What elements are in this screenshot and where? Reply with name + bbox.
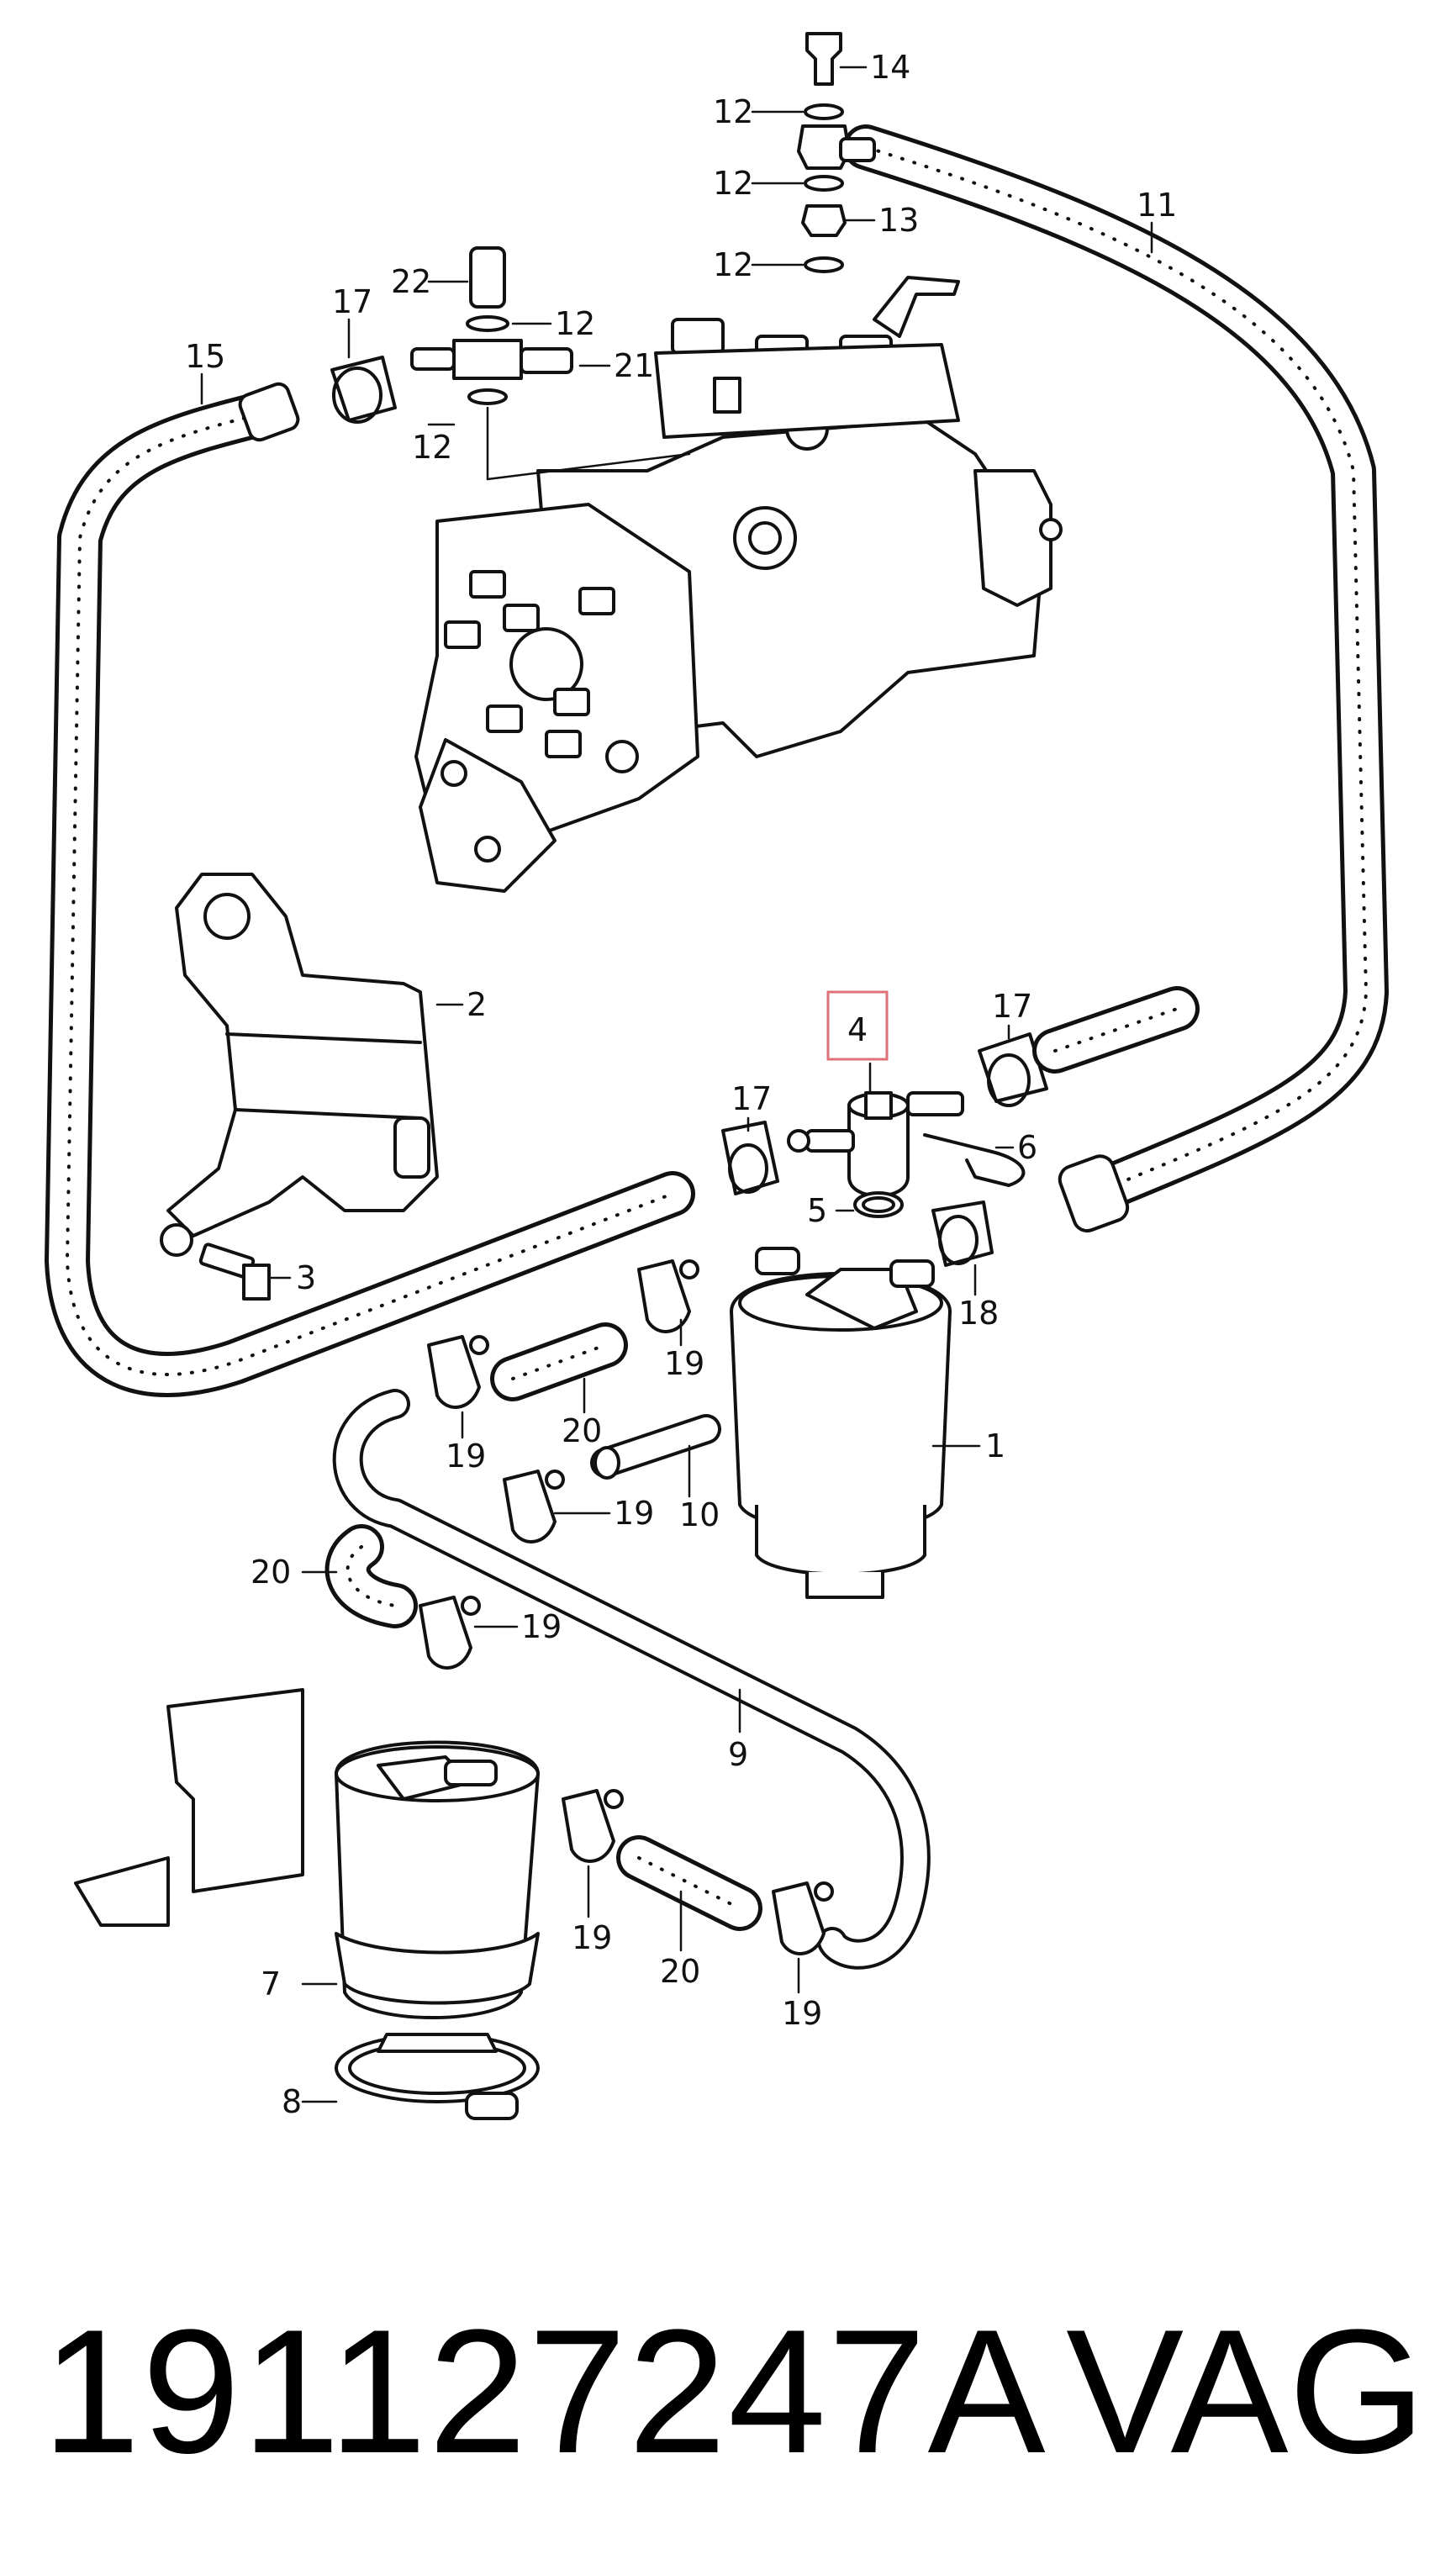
callout-label-19-c: 19 [614, 1495, 654, 1532]
hose-9 [332, 1389, 931, 1970]
clamp-19-a [637, 1259, 699, 1333]
callout-label-17-c: 17 [731, 1080, 772, 1117]
clamp-19-d [419, 1596, 481, 1670]
fuel-system-exploded-diagram: 19 14 12 12 13 12 11 22 17 15 12 21 12 2… [45, 32, 1389, 2120]
callout-label-19-d: 19 [521, 1608, 562, 1645]
hose-20-lower [616, 1835, 762, 1931]
callout-label-12-e: 12 [412, 429, 452, 466]
callout-label-12-d: 12 [555, 305, 595, 342]
o-ring-5 [853, 1191, 904, 1218]
callout-label-12-a: 12 [713, 93, 753, 130]
callout-label-20-b: 20 [251, 1554, 291, 1591]
callout-label-19-e: 19 [572, 1919, 612, 1956]
hose-short-right [1032, 986, 1200, 1074]
callout-label-12-c: 12 [713, 246, 753, 283]
callout-label-20-a: 20 [562, 1412, 602, 1449]
callout-label-2: 2 [467, 986, 487, 1023]
part-number: 191127247A [42, 2293, 1047, 2490]
callout-label-18: 18 [958, 1295, 999, 1332]
heat-shield [74, 1688, 304, 1927]
water-drain-screw-4 [787, 1091, 964, 1198]
callout-label-6: 6 [1017, 1129, 1037, 1166]
bolt-3 [198, 1243, 271, 1301]
callout-label-14: 14 [870, 49, 910, 86]
clamp-8 [335, 2033, 540, 2120]
callout-label-17-b: 17 [992, 988, 1032, 1025]
sleeve-17-top [330, 356, 397, 424]
callout-label-13: 13 [878, 202, 919, 239]
sleeve-17-mid [721, 1121, 779, 1195]
callout-label-19-b: 19 [446, 1438, 486, 1475]
tee-fitting-21 [410, 246, 691, 481]
highlight-box-callout-4 [826, 990, 889, 1061]
callout-label-8: 8 [282, 2083, 302, 2120]
clip-6 [923, 1133, 1026, 1187]
callout-label-9: 9 [728, 1736, 748, 1773]
fuel-filter-1 [730, 1247, 952, 1599]
callout-label-21: 21 [614, 347, 654, 384]
callout-label-17-a: 17 [332, 283, 372, 320]
clamp-19-f [772, 1881, 834, 1955]
injection-pump [414, 276, 1063, 893]
callout-labels: 19 14 12 12 13 12 11 22 17 15 12 21 12 2… [185, 49, 1177, 2120]
hose-20-upper [490, 1322, 628, 1401]
bracket-2 [160, 873, 439, 1257]
callout-label-1: 1 [985, 1427, 1005, 1464]
callout-label-11: 11 [1137, 187, 1177, 224]
hose-10 [590, 1414, 721, 1480]
callout-label-7: 7 [261, 1966, 281, 2002]
fuel-filter-7 [335, 1740, 540, 2019]
sleeve-17-right [978, 1032, 1048, 1107]
clamp-19-c [503, 1470, 565, 1543]
clamp-19-e [562, 1789, 624, 1863]
callout-label-4: 4 [847, 1011, 868, 1048]
clamp-18 [931, 1200, 994, 1267]
callout-label-19-a: 19 [664, 1345, 704, 1382]
callout-label-10: 10 [679, 1496, 720, 1533]
callout-label-19-f: 19 [782, 1995, 822, 2032]
banjo-bolt-stack [797, 32, 876, 273]
callout-label-22: 22 [391, 263, 431, 300]
brand-name: VAG [1066, 2293, 1426, 2490]
callout-label-15: 15 [185, 338, 225, 375]
hose-11 [843, 124, 1389, 1233]
callout-label-20-c: 20 [660, 1953, 700, 1990]
hose-20-left [324, 1524, 418, 1628]
callout-label-5: 5 [807, 1192, 827, 1229]
callout-label-3: 3 [296, 1259, 316, 1296]
leader-lines [200, 66, 1153, 2103]
clamp-19-b [427, 1335, 489, 1409]
callout-label-12-b: 12 [713, 165, 753, 202]
hose-15 [45, 382, 695, 1397]
